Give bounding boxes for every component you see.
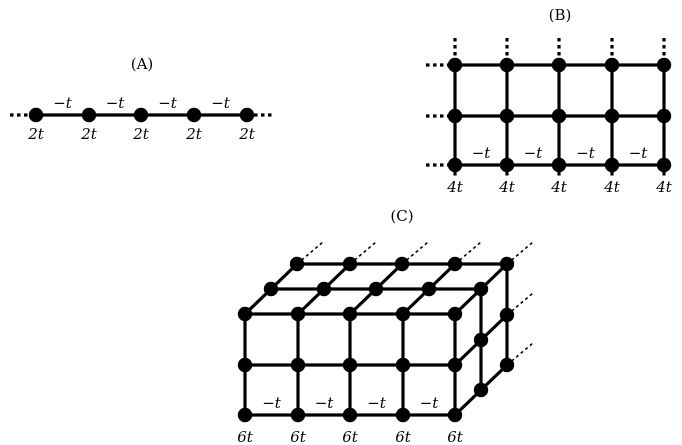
cube-node [447, 407, 463, 423]
cube-node [342, 306, 358, 322]
site-energy-label: 2t [238, 125, 256, 143]
lattice-node [499, 57, 515, 73]
site-energy-label: 4t [550, 178, 568, 196]
cube-node [394, 256, 410, 272]
lattice-node [656, 157, 672, 173]
site-energy-label: 4t [603, 178, 621, 196]
lattice-node [551, 157, 567, 173]
chain-node [28, 107, 44, 123]
lattice-node [656, 108, 672, 124]
panel-c-title: (C) [390, 207, 413, 225]
cube-node [473, 281, 489, 297]
cube-node [263, 281, 279, 297]
lattice-node [551, 57, 567, 73]
hopping-label: −t [53, 94, 73, 112]
cube-node [237, 357, 253, 373]
site-energy-label: 4t [446, 178, 464, 196]
site-energy-label: 2t [80, 125, 98, 143]
cube-node [342, 256, 358, 272]
hopping-label: −t [211, 94, 231, 112]
lattice-node [551, 108, 567, 124]
cube-node [289, 256, 305, 272]
hopping-label: −t [367, 394, 387, 412]
site-energy-label: 6t [290, 428, 307, 445]
cube-node [499, 256, 515, 272]
lattice-node [499, 108, 515, 124]
hopping-label: −t [106, 94, 126, 112]
site-energy-label: 6t [395, 428, 412, 445]
chain-node [239, 107, 255, 123]
cube-node [342, 407, 358, 423]
hopping-label: −t [629, 144, 649, 162]
panel-a: (A) −t −t −t −t 2t 2t 2t 2t 2t [10, 55, 272, 143]
site-energy-label: 4t [498, 178, 516, 196]
hopping-label: −t [524, 144, 544, 162]
lattice-node [604, 57, 620, 73]
hopping-label: −t [262, 394, 282, 412]
chain-node [186, 107, 202, 123]
cube-node [368, 281, 384, 297]
lattice-node [447, 108, 463, 124]
site-energy-label: 2t [185, 125, 203, 143]
cube-node [342, 357, 358, 373]
cube-node [473, 382, 489, 398]
site-energy-label: 2t [132, 125, 150, 143]
cube-node [499, 307, 515, 323]
lattice-node [499, 157, 515, 173]
cube-node [237, 407, 253, 423]
cube-node [499, 357, 515, 373]
hopping-label: −t [472, 144, 492, 162]
chain-node [81, 107, 97, 123]
lattice-node [604, 157, 620, 173]
cube-node [447, 256, 463, 272]
hopping-label: −t [315, 394, 335, 412]
lattice-node [447, 157, 463, 173]
cube-node [395, 306, 411, 322]
cube-node [447, 306, 463, 322]
cube-node [290, 407, 306, 423]
site-energy-label: 4t [655, 178, 673, 196]
hopping-label: −t [420, 394, 440, 412]
hopping-label: −t [158, 94, 178, 112]
site-energy-label: 6t [342, 428, 359, 445]
panel-b-title: (B) [549, 6, 572, 24]
cube-node [316, 281, 332, 297]
cube-node [447, 357, 463, 373]
site-energy-label: 2t [27, 125, 45, 143]
cube-node [395, 357, 411, 373]
hopping-label: −t [576, 144, 596, 162]
cube-node [290, 306, 306, 322]
cube-node [395, 407, 411, 423]
cube-node [473, 332, 489, 348]
site-energy-label: 6t [237, 428, 254, 445]
cube-node [290, 357, 306, 373]
panel-b: (B) −t −t −t −t 4t 4t 4t 4t 4t [426, 6, 673, 196]
panel-a-title: (A) [131, 55, 154, 73]
lattice-node [604, 108, 620, 124]
cube-node [421, 281, 437, 297]
chain-node [133, 107, 149, 123]
lattice-node [447, 57, 463, 73]
lattice-node [656, 57, 672, 73]
panel-c: (C) −t −t −t −t 6t 6t 6t 6t 6t [237, 207, 534, 445]
cube-node [237, 306, 253, 322]
site-energy-label: 6t [447, 428, 464, 445]
